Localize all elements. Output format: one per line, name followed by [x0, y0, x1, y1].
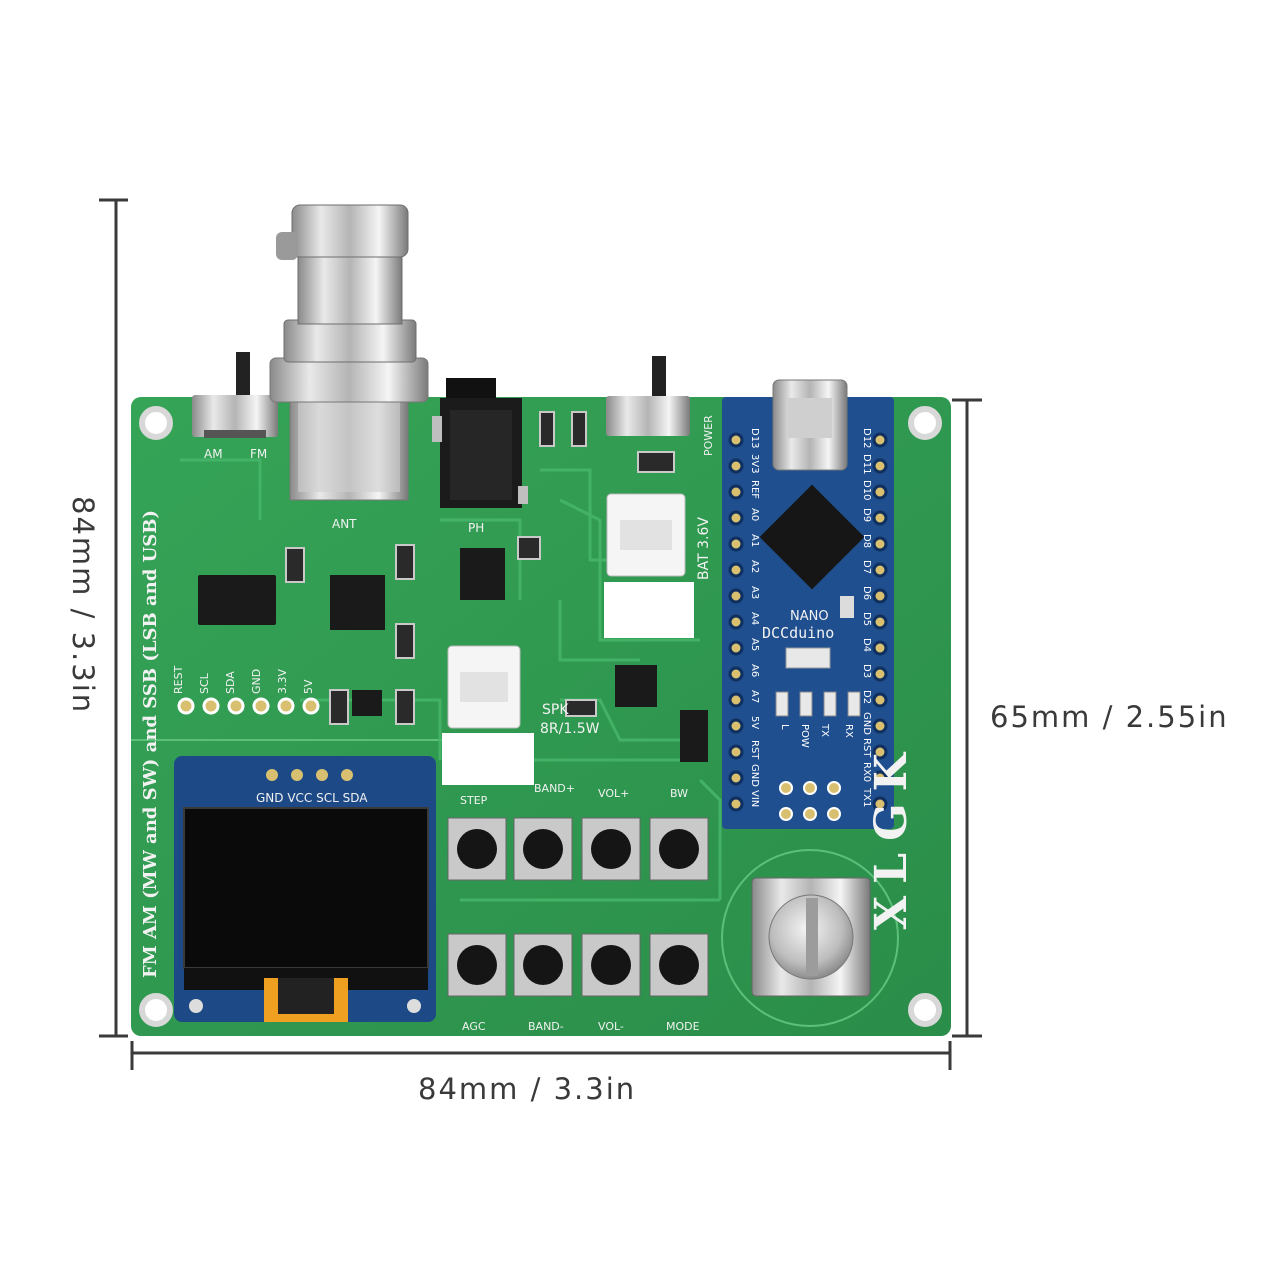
- nano-left-pin-labels: D13 3V3 REF A0 A1 A2 A3 A4 A5 A6 A7 5V R…: [749, 428, 760, 807]
- label-vol-minus: VOL-: [598, 1020, 624, 1033]
- button-step[interactable]: [447, 817, 507, 881]
- nano-pin-a7: A7: [749, 690, 760, 703]
- nano-pin-d11: D11: [861, 454, 872, 474]
- power-label: POWER: [702, 415, 715, 456]
- battery-label: BAT 3.6V: [696, 517, 712, 580]
- nano-led-labels: L POW TX RX: [779, 723, 854, 748]
- right-dimension-label: 65mm / 2.55in: [990, 700, 1229, 734]
- antenna-label: ANT: [332, 517, 357, 531]
- nano-pin-a3: A3: [749, 586, 760, 599]
- nano-pin-d4: D4: [861, 638, 872, 652]
- nano-led-tx: TX: [819, 723, 830, 737]
- label-agc: AGC: [462, 1020, 486, 1033]
- button-agc[interactable]: [447, 933, 507, 997]
- nano-led-rx: RX: [843, 724, 854, 738]
- nano-pin-d9: D9: [861, 508, 872, 522]
- nano-pin-d5: D5: [861, 612, 872, 626]
- headphone-jack: [432, 378, 528, 508]
- nano-pin-d12: D12: [861, 428, 872, 448]
- arduino-nano: [722, 379, 894, 829]
- bottom-dimension-label: 84mm / 3.3in: [418, 1072, 637, 1106]
- button-labels: STEP BAND+ VOL+ BW AGC BAND- VOL- MODE: [460, 782, 700, 1033]
- left-dimension-label: 84mm / 3.3in: [66, 496, 100, 715]
- pin-label-sda: SDA: [224, 671, 237, 694]
- oled-module: [174, 756, 436, 1022]
- switch-label-am: AM: [204, 447, 223, 461]
- nano-pin-d8: D8: [861, 534, 872, 548]
- power-switch: [606, 356, 690, 436]
- nano-pin-d13: D13: [749, 428, 760, 448]
- rotary-encoder[interactable]: [721, 849, 899, 1027]
- label-mode: MODE: [666, 1020, 700, 1033]
- nano-model: NANO: [790, 609, 829, 624]
- nano-pin-tx1: TX1: [861, 787, 872, 807]
- button-band-minus[interactable]: [513, 933, 573, 997]
- nano-pin-5v: 5V: [749, 716, 760, 729]
- speaker-label: SPK: [542, 702, 569, 718]
- pin-label-gnd: GND: [250, 669, 263, 694]
- label-bw: BW: [670, 787, 688, 800]
- label-blank-speaker: [442, 733, 534, 785]
- oled-pin-labels: GND VCC SCL SDA: [256, 791, 368, 805]
- nano-pin-gnd: GND: [749, 764, 760, 787]
- label-blank-battery: [604, 582, 694, 638]
- nano-led-l: L: [779, 724, 790, 730]
- nano-pin-d10: D10: [861, 480, 872, 500]
- nano-pin-a2: A2: [749, 560, 760, 573]
- nano-pin-rst: RST: [749, 740, 760, 760]
- button-band-plus[interactable]: [513, 817, 573, 881]
- pin-label-3v3: 3.3V: [276, 669, 289, 694]
- speaker-connector: [447, 645, 521, 729]
- nano-pin-a1: A1: [749, 534, 760, 547]
- speaker-spec: 8R/1.5W: [540, 721, 600, 737]
- dimension-lines: [99, 198, 982, 1070]
- nano-pin-rx0: RX0: [861, 762, 872, 782]
- nano-led-pow: POW: [799, 724, 810, 748]
- am-fm-switch: [192, 352, 278, 438]
- side-text: FM AM (MW and SW) and SSB (LSB and USB): [140, 510, 161, 978]
- label-band-plus: BAND+: [534, 782, 575, 795]
- nano-brand: DCCduino: [762, 624, 834, 642]
- pin-label-5v: 5V: [302, 679, 315, 694]
- mount-holes: [139, 406, 942, 1027]
- ics: [198, 548, 708, 762]
- nano-pin-d3: D3: [861, 664, 872, 678]
- button-vol-plus[interactable]: [581, 817, 641, 881]
- nano-pin-a6: A6: [749, 664, 760, 677]
- button-bw[interactable]: [649, 817, 709, 881]
- nano-pin-d2: D2: [861, 690, 872, 704]
- pin-label-scl: SCL: [198, 672, 211, 694]
- header-pin-labels: REST SCL SDA GND 3.3V 5V: [172, 665, 315, 694]
- bnc-antenna-connector: [269, 204, 429, 501]
- pin-label-rest: REST: [172, 665, 185, 694]
- button-mode[interactable]: [649, 933, 709, 997]
- passive-components: [285, 411, 675, 725]
- nano-pin-d6: D6: [861, 586, 872, 600]
- header-pins: [177, 697, 320, 715]
- battery-connector: [606, 493, 686, 577]
- tactile-buttons: [447, 817, 709, 997]
- switch-label-fm: FM: [250, 447, 267, 461]
- nano-right-pin-labels: D12 D11 D10 D9 D8 D7 D6 D5 D4 D3 D2 GND …: [861, 428, 872, 807]
- nano-pin-ref: REF: [749, 480, 760, 499]
- phone-label: PH: [468, 521, 484, 535]
- label-vol-plus: VOL+: [598, 787, 629, 800]
- label-band-minus: BAND-: [528, 1020, 564, 1033]
- nano-pin-a4: A4: [749, 612, 760, 625]
- nano-pin-gnd-r: GND: [861, 712, 872, 735]
- nano-pin-a0: A0: [749, 508, 760, 521]
- label-step: STEP: [460, 794, 488, 807]
- nano-pin-3v3: 3V3: [749, 454, 760, 474]
- nano-pin-rst-r: RST: [861, 738, 872, 758]
- nano-pin-vin: VIN: [749, 790, 760, 807]
- nano-pin-a5: A5: [749, 638, 760, 651]
- brand-mark: XLGK: [866, 741, 917, 930]
- button-vol-minus[interactable]: [581, 933, 641, 997]
- nano-pin-d7: D7: [861, 560, 872, 574]
